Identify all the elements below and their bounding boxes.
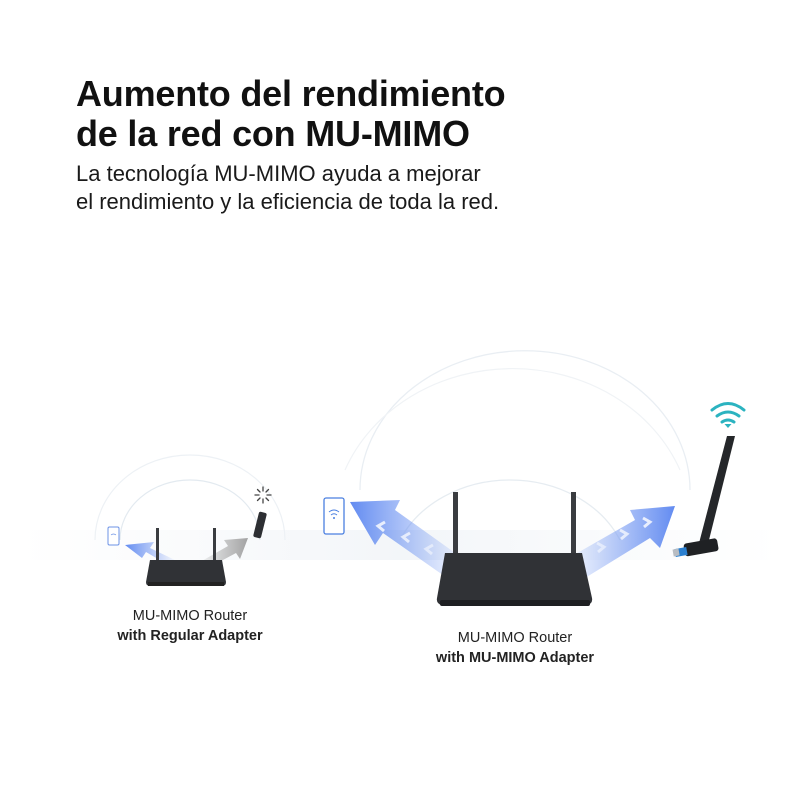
wifi-signal-icon bbox=[710, 402, 746, 428]
title-line-2: de la red con MU-MIMO bbox=[76, 113, 470, 154]
left-caption-line-2: with Regular Adapter bbox=[117, 628, 263, 644]
page-subtitle: La tecnología MU-MIMO ayuda a mejorar el… bbox=[76, 160, 499, 216]
title-line-1: Aumento del rendimiento bbox=[76, 73, 506, 114]
subtitle-line-1: La tecnología MU-MIMO ayuda a mejorar bbox=[76, 161, 481, 186]
left-scene bbox=[94, 454, 286, 586]
high-gain-usb-adapter-icon bbox=[672, 436, 735, 557]
right-caption-line-1: MU-MIMO Router bbox=[457, 630, 573, 646]
right-caption-line-2: with MU-MIMO Adapter bbox=[435, 650, 595, 666]
right-arrow-blue-large bbox=[565, 506, 675, 578]
page-title: Aumento del rendimiento de la red con MU… bbox=[76, 73, 506, 154]
subtitle-line-2: el rendimiento y la eficiencia de toda l… bbox=[76, 189, 500, 214]
router-icon bbox=[146, 528, 226, 586]
right-caption: MU-MIMO Router with MU-MIMO Adapter bbox=[400, 628, 630, 668]
left-caption-line-1: MU-MIMO Router bbox=[132, 608, 248, 624]
phone-wifi-icon-right bbox=[323, 497, 345, 535]
usb-adapter-icon bbox=[253, 511, 267, 539]
left-arrow-blue-large bbox=[350, 500, 465, 580]
router-icon-large bbox=[436, 492, 593, 606]
right-scene bbox=[323, 350, 746, 606]
left-caption: MU-MIMO Router with Regular Adapter bbox=[90, 606, 290, 646]
loading-spinner-icon bbox=[254, 486, 272, 504]
phone-wifi-icon bbox=[107, 526, 120, 546]
